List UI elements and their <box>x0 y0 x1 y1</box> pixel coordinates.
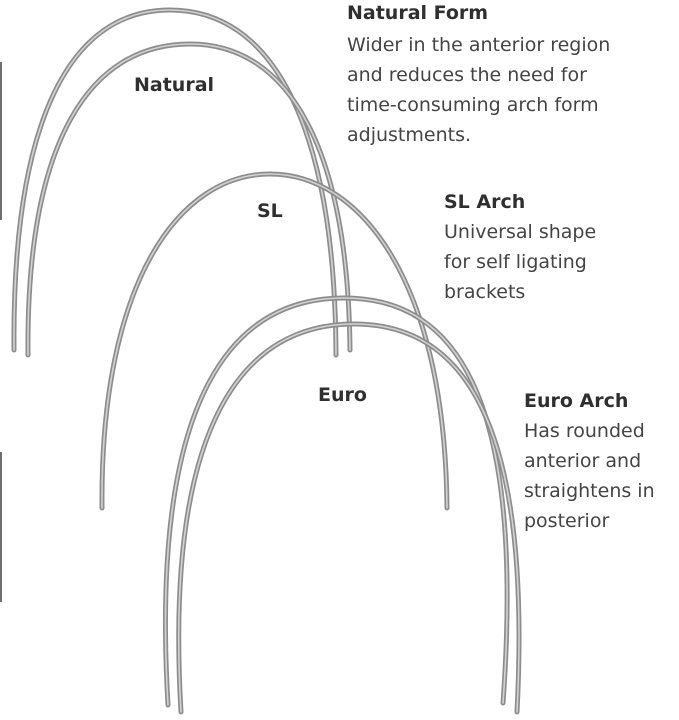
natural-form-desc-line: Wider in the anterior region <box>347 30 610 60</box>
natural-form-desc-line: and reduces the need for <box>347 60 610 90</box>
sl-arch-desc-line: Universal shape <box>444 217 596 247</box>
sl-archwire-path <box>102 174 447 508</box>
euro-archwire-inner <box>179 324 519 712</box>
natural-archwire-outer <box>14 10 336 355</box>
natural-form-desc-line: time-consuming arch form <box>347 90 610 120</box>
natural-wire-label: Natural <box>134 74 214 96</box>
sl-wire-label: SL <box>257 200 283 222</box>
natural-form-description: Natural Form Wider in the anterior regio… <box>347 0 610 150</box>
euro-wire-label: Euro <box>318 384 367 406</box>
sl-arch-desc-line: for self ligating <box>444 247 596 277</box>
sl-arch-desc-line: brackets <box>444 277 596 307</box>
euro-archwire-outer <box>165 298 507 705</box>
euro-arch-description: Euro Arch Has rounded anterior and strai… <box>524 388 655 536</box>
euro-archwire-pair <box>165 298 519 712</box>
natural-form-desc-line: adjustments. <box>347 120 610 150</box>
euro-arch-desc-line: posterior <box>524 506 655 536</box>
sl-arch-title: SL Arch <box>444 189 596 215</box>
euro-arch-title: Euro Arch <box>524 388 655 414</box>
euro-arch-desc-line: straightens in <box>524 476 655 506</box>
natural-form-title: Natural Form <box>347 0 610 26</box>
sl-archwire <box>102 174 447 508</box>
sl-arch-description: SL Arch Universal shape for self ligatin… <box>444 189 596 307</box>
euro-arch-desc-line: Has rounded <box>524 416 655 446</box>
euro-arch-desc-line: anterior and <box>524 446 655 476</box>
